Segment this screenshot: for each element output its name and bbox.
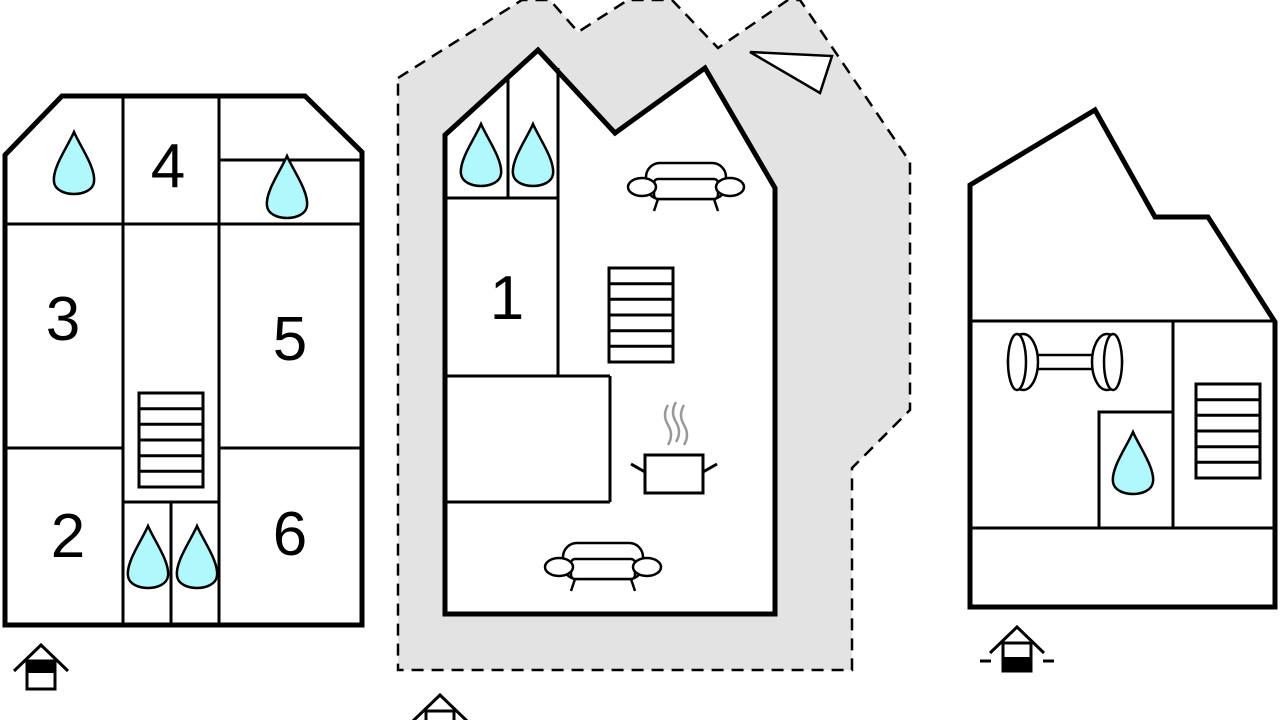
building-left: 4 3 5 2 6 (2, 93, 365, 691)
building-right (967, 106, 1278, 673)
room-label-5: 5 (273, 305, 307, 374)
room-label-2: 2 (51, 502, 85, 571)
entrance-icon (12, 643, 70, 691)
stairs-icon (137, 391, 205, 489)
room-label-6: 6 (273, 500, 307, 569)
entrance-icon (980, 625, 1054, 673)
entrance-icon (411, 693, 469, 720)
water-drop-icon (265, 154, 309, 220)
north-arrow-icon (749, 50, 834, 95)
room-label-3: 3 (46, 285, 80, 354)
water-drop-icon (1111, 430, 1155, 496)
water-drop-icon (126, 524, 170, 590)
cooking-pot-icon (630, 401, 718, 495)
room-label-4: 4 (151, 132, 185, 201)
dumbbell-icon (1006, 332, 1124, 392)
water-drop-icon (52, 130, 96, 196)
stairs-icon (607, 266, 675, 364)
room-label-1: 1 (490, 264, 524, 333)
water-drop-icon (175, 524, 219, 590)
building-middle: 1 (396, 0, 912, 720)
stairs-icon (1194, 382, 1262, 480)
